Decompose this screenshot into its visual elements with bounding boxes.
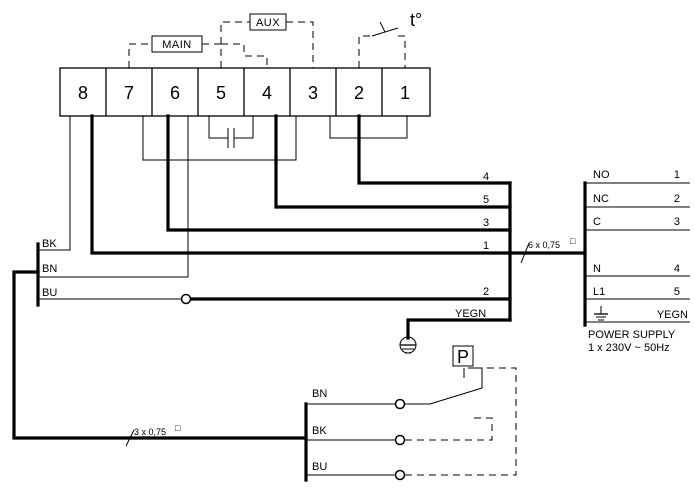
terminal-7-label: 7 <box>124 83 134 103</box>
terminal-block-frame <box>59 67 431 117</box>
motor-wire-bn: BN <box>42 263 57 275</box>
output-label-l1: L1 <box>593 286 605 298</box>
terminal-5-label: 5 <box>216 83 226 103</box>
earth-icon <box>399 336 417 354</box>
main-cable-unit: □ <box>570 236 576 246</box>
output-num-4: 4 <box>674 263 680 275</box>
motor-cable-spec: 3 x 0,75 <box>134 427 166 437</box>
thermostat-contact: t° <box>358 10 422 68</box>
output-num-5: 5 <box>674 286 680 298</box>
main-contact: MAIN <box>128 35 222 68</box>
output-num-3: 3 <box>674 216 680 228</box>
wire-number-5: 5 <box>483 194 489 206</box>
cable-tick-motor <box>125 429 135 447</box>
motor-cable-unit: □ <box>175 423 181 433</box>
wire-number-3: 3 <box>483 217 489 229</box>
output-terminal-strip <box>583 181 690 327</box>
power-supply-title: POWER SUPPLY <box>588 329 676 341</box>
output-label-n: N <box>593 263 601 275</box>
terminal-6-label: 6 <box>170 83 180 103</box>
motor-cable <box>12 116 308 440</box>
thermostat-label: t° <box>410 10 422 30</box>
pressure-wire-bn: BN <box>312 388 327 400</box>
terminal-1-label: 1 <box>400 83 410 103</box>
output-num-1: 1 <box>674 169 680 181</box>
pressure-switch: P <box>304 345 517 482</box>
output-label-c: C <box>593 216 601 228</box>
pressure-label: P <box>457 347 469 367</box>
output-num-2: 2 <box>674 193 680 205</box>
output-label-nc: NC <box>593 193 609 205</box>
aux-contact: AUX <box>220 13 314 68</box>
terminal-2-label: 2 <box>354 83 364 103</box>
pressure-wire-bu: BU <box>312 461 327 473</box>
terminal-3-label: 3 <box>308 83 318 103</box>
power-supply-spec: 1 x 230V ~ 50Hz <box>588 342 670 354</box>
aux-contact-label: AUX <box>256 17 280 29</box>
pressure-box <box>452 345 474 367</box>
yegn-label-bus: YEGN <box>455 308 486 320</box>
terminal-block: 8 7 6 5 4 3 2 1 <box>59 67 431 117</box>
main-cable-spec: 6 x 0,75 <box>528 240 560 250</box>
output-label-no: NO <box>593 169 610 181</box>
output-label-yegn: YEGN <box>657 309 688 321</box>
motor-wire-bu: BU <box>42 287 57 299</box>
terminal-8-label: 8 <box>78 83 88 103</box>
capacitor-links <box>142 116 408 161</box>
motor-wire-bk: BK <box>42 238 57 250</box>
wire-number-4: 4 <box>483 171 489 183</box>
cable-tick-main <box>520 242 530 264</box>
heavy-wires <box>90 114 587 340</box>
pressure-wire-bk: BK <box>312 425 327 437</box>
wire-number-2: 2 <box>483 286 489 298</box>
terminal-4-label: 4 <box>262 83 272 103</box>
main-contact-label: MAIN <box>162 39 192 51</box>
wire-number-1: 1 <box>483 240 489 252</box>
